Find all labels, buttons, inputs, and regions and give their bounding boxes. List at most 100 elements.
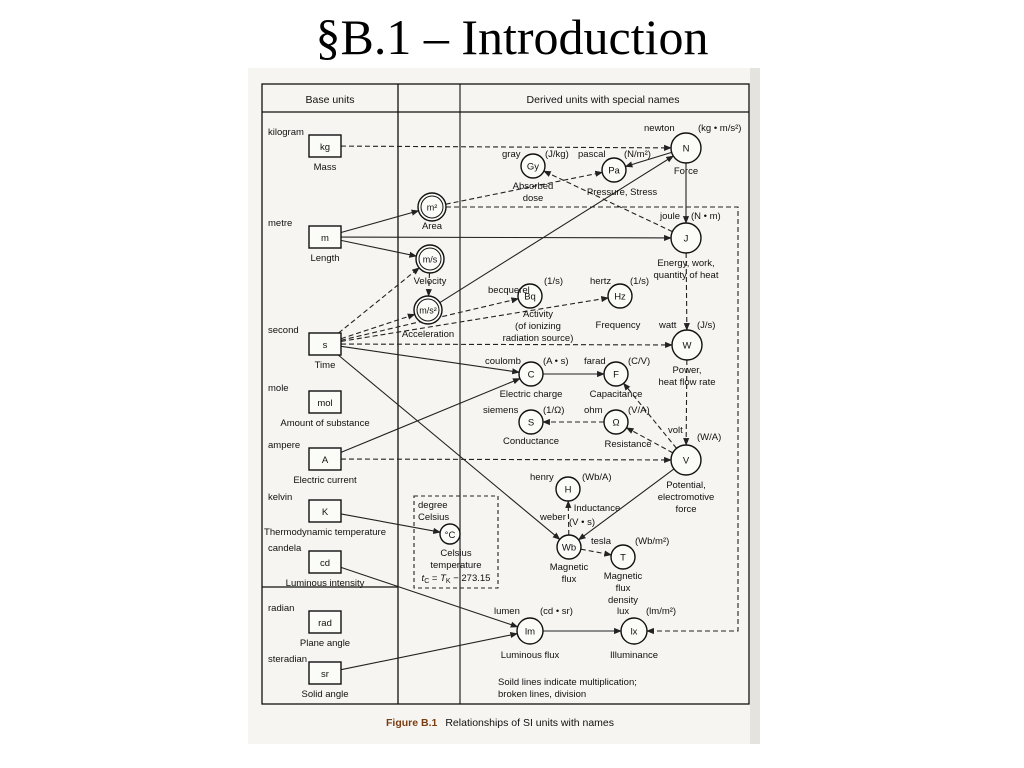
edge-s-to-w [340, 341, 673, 349]
lm-symbol: lm [525, 627, 535, 638]
t-label-3: density [608, 595, 638, 606]
base-unit-name-mol: mole [268, 383, 289, 394]
area-node-inner [420, 195, 444, 219]
edge-v-to-f [623, 382, 677, 449]
c-name: coulomb [485, 356, 521, 367]
c-symbol: C [528, 370, 535, 381]
f-unit: (C/V) [628, 356, 650, 367]
base-unit-name-cd: candela [268, 543, 302, 554]
base-unit-quantity-cd: Luminous intensity [286, 578, 365, 589]
gy-node [520, 153, 546, 179]
hz-unit: (1/s) [630, 276, 649, 287]
edge-m-to-j [340, 234, 672, 242]
h-label-1: Inductance [574, 503, 620, 514]
base-unit-quantity-sr: Solid angle [301, 689, 348, 700]
ohm-unit: (V/A) [628, 405, 650, 416]
s-symbol: S [528, 418, 534, 429]
base-unit-box-mol [308, 390, 342, 414]
edge-a-to-c [340, 378, 521, 453]
c-unit: (A • s) [543, 356, 569, 367]
wb-name: weber [539, 512, 566, 523]
area-symbol: m² [427, 203, 438, 213]
base-unit-symbol-a: A [322, 455, 329, 466]
edge-v-to-wb [578, 468, 675, 541]
edge-m-to-velocity [340, 239, 418, 258]
base-unit-name-kg: kilogram [268, 127, 304, 138]
gy-name: gray [502, 149, 521, 160]
area-node-outer [417, 192, 447, 222]
lx-name: lux [617, 606, 629, 617]
w-name: watt [658, 320, 677, 331]
bq-label-2: (of ionizing [515, 321, 561, 332]
paper-shadow-edge [750, 68, 760, 744]
edge-s-to-c [340, 345, 520, 375]
edge-wb-to-h [565, 500, 572, 536]
pa-label-1: Pressure, Stress [587, 187, 657, 198]
lx-label-1: Illuminance [610, 650, 658, 661]
n-unit: (kg • m/s²) [698, 123, 741, 134]
v-node [670, 444, 702, 476]
base-unit-quantity-s: Time [315, 360, 336, 371]
legend-line-1: Soild lines indicate multiplication; [498, 677, 637, 688]
n-node [670, 132, 702, 164]
slide-title: §B.1 – Introduction [315, 9, 709, 65]
s-unit: (1/Ω) [543, 405, 564, 416]
base-unit-name-m: metre [268, 218, 292, 229]
w-node [671, 329, 703, 361]
edge-s-to-acceleration [340, 313, 416, 340]
celsius-box [413, 495, 499, 589]
base-unit-symbol-cd: cd [320, 558, 330, 569]
wb-label-2: flux [562, 574, 577, 585]
base-unit-symbol-s: s [323, 340, 328, 351]
edge-s-to-wb [337, 354, 561, 540]
pa-unit: (N/m²) [624, 149, 651, 160]
v-label-2: electromotive [658, 492, 715, 503]
ohm-node [603, 409, 629, 435]
lm-unit: (cd • sr) [540, 606, 573, 617]
wb-node [556, 534, 582, 560]
lx-symbol: lx [631, 627, 638, 638]
bq-unit: (1/s) [544, 276, 563, 287]
j-label-2: quantity of heat [654, 270, 719, 281]
n-label-1: Force [674, 166, 698, 177]
j-label-1: Energy, work, [657, 258, 714, 269]
velocity-node-outer [415, 244, 445, 274]
base-unit-quantity-a: Electric current [293, 475, 357, 486]
edge-k-to-celsius [340, 513, 441, 534]
edge-w-to-v [683, 359, 690, 446]
base-unit-quantity-m: Length [310, 253, 339, 264]
base-unit-symbol-m: m [321, 233, 329, 244]
v-unit: (W/A) [697, 432, 721, 443]
n-name: newton [644, 123, 675, 134]
hz-name: hertz [590, 276, 611, 287]
t-name: tesla [591, 536, 612, 547]
edge-j-to-w [683, 252, 690, 331]
acceleration-node-outer [413, 295, 443, 325]
bq-label-1: Activity [523, 309, 553, 320]
v-name: volt [668, 425, 683, 436]
j-unit: (N • m) [691, 211, 721, 222]
gy-label-2: dose [523, 193, 544, 204]
base-unit-quantity-mol: Amount of substance [280, 418, 369, 429]
base-unit-name-k: kelvin [268, 492, 292, 503]
lx-unit: (lm/m²) [646, 606, 676, 617]
velocity-label: Velocity [414, 276, 447, 287]
pa-node [601, 157, 627, 183]
edge-n-to-pa [624, 151, 672, 168]
edge-area-to-lx [446, 206, 739, 635]
gy-symbol: Gy [527, 162, 539, 173]
base-unit-box-a [308, 447, 342, 471]
base-unit-box-kg [308, 134, 342, 158]
c-label-1: Electric charge [500, 389, 563, 400]
acceleration-label: Acceleration [402, 329, 454, 340]
base-unit-symbol-rad: rad [318, 618, 332, 629]
v-label-3: force [675, 504, 696, 515]
ohm-label-1: Resistance [605, 439, 652, 450]
f-node [603, 361, 629, 387]
wb-unit: (V • s) [569, 517, 595, 528]
s-label-1: Conductance [503, 436, 559, 447]
lm-node [516, 617, 544, 645]
j-symbol: J [684, 234, 689, 245]
s-name: siemens [483, 405, 519, 416]
